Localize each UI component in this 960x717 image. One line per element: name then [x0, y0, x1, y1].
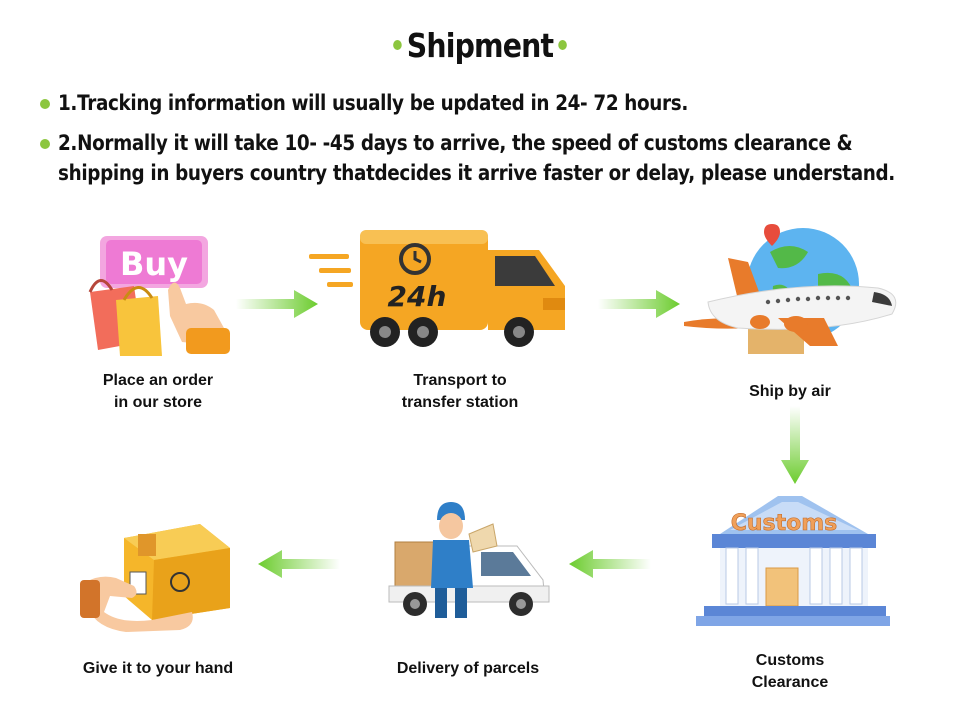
step-ship-air-line-1: Ship by air: [749, 383, 831, 400]
note-1: 1.Tracking information will usually be u…: [58, 91, 688, 115]
step-delivery-line-1: Delivery of parcels: [396, 660, 540, 677]
step-transport-line-2: transfer station: [401, 394, 519, 411]
courier-van-icon: [388, 502, 550, 618]
arrow-right-icon: [598, 290, 680, 318]
step-delivery-label: Delivery of parcels: [358, 658, 578, 680]
arrow-right-icon: [236, 290, 318, 318]
step-customs-label: Customs Clearance: [680, 650, 900, 694]
step-hand-label: Give it to your hand: [48, 658, 268, 680]
svg-text:Customs: Customs: [731, 511, 838, 536]
step-place-order-line-1: Place an order: [102, 372, 214, 389]
step-customs-line-2: Clearance: [751, 674, 829, 691]
title-bullet-right-icon: [558, 39, 567, 50]
customs-building-icon: Customs: [696, 496, 890, 626]
step-customs-line-1: Customs: [755, 652, 825, 669]
note-2-bullet-icon: [40, 139, 50, 149]
step-place-order-line-2: in our store: [113, 394, 202, 411]
note-2-line-1: 2.Normally it will take 10- -45 days to …: [58, 131, 853, 155]
arrow-left-icon: [569, 550, 651, 578]
buy-hand-icon: Buy: [88, 236, 230, 356]
arrow-left-icon: [258, 550, 340, 578]
svg-text:Buy: Buy: [120, 245, 188, 283]
title-bullet-left-icon: [393, 39, 402, 50]
page-title: Shipment: [67, 26, 893, 65]
title-text: Shipment: [406, 26, 554, 65]
delivery-truck-icon: 24h: [309, 230, 565, 347]
step-transport-label: Transport to transfer station: [350, 370, 570, 414]
svg-text:24h: 24h: [388, 280, 447, 313]
step-place-order-label: Place an order in our store: [48, 370, 268, 414]
package-hand-icon: [80, 524, 230, 632]
note-1-bullet-icon: [40, 99, 50, 109]
step-hand-line-1: Give it to your hand: [82, 660, 234, 677]
airplane-globe-icon: [684, 224, 897, 354]
arrow-down-icon: [781, 406, 809, 484]
note-2-line-2: shipping in buyers country thatdecides i…: [58, 161, 895, 185]
step-transport-line-1: Transport to: [413, 372, 507, 389]
step-ship-air-label: Ship by air: [680, 381, 900, 403]
